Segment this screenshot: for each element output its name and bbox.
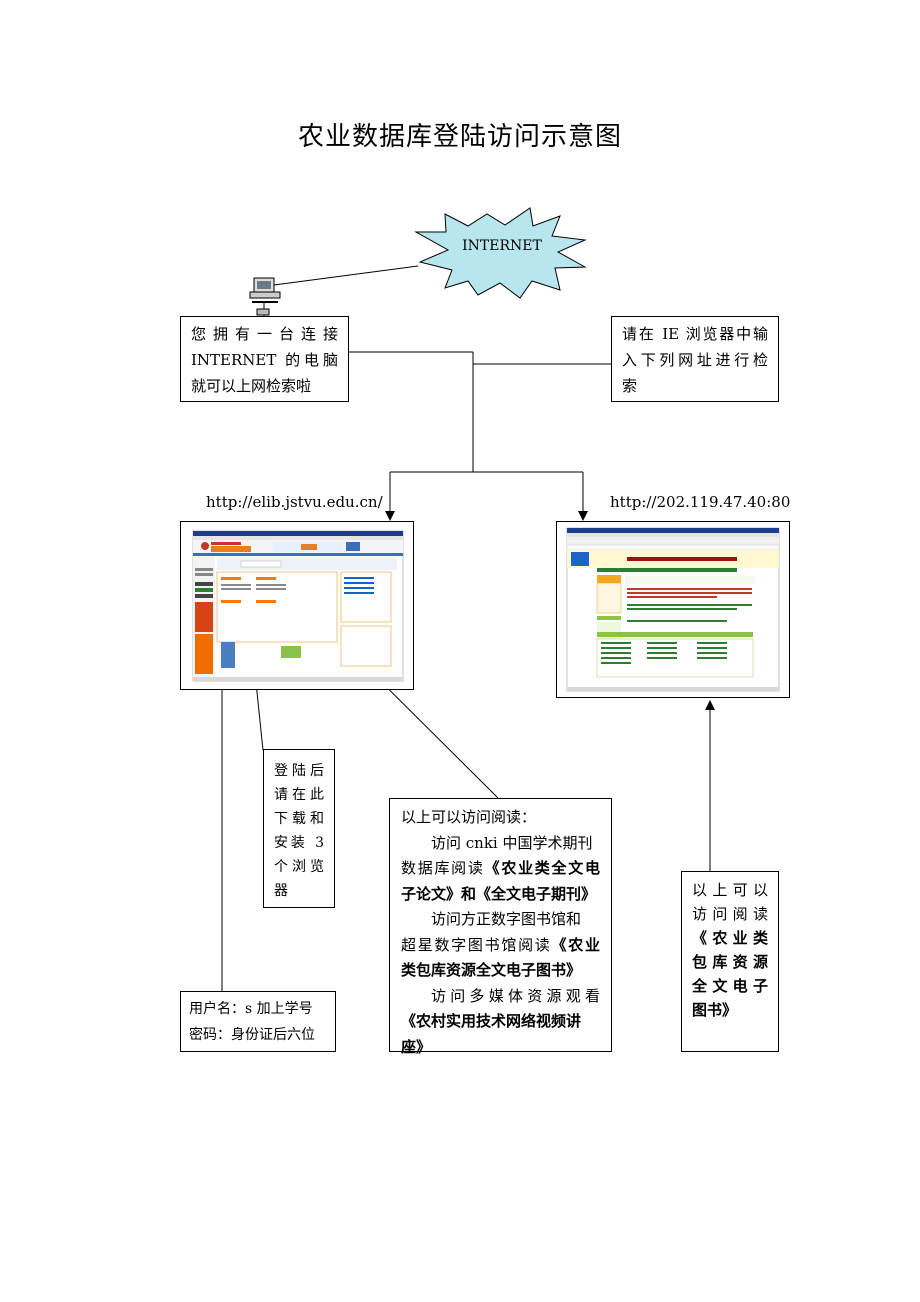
read-bold-line: 包库资源: [692, 953, 768, 971]
intro-line: 您拥有一台连接: [191, 325, 338, 343]
install-line: 个浏览: [274, 859, 324, 875]
access-text: 超星数字图书馆阅读: [401, 935, 552, 954]
access-bold-text: 《全文电子期刊》: [476, 884, 597, 903]
access-info-box: 以上可以访问阅读： 访问 cnki 中国学术期刊 数据库阅读《农业类全文电 子论…: [389, 798, 612, 1056]
access-founder-line: 超星数字图书馆阅读《农业: [401, 933, 600, 959]
install-line: 下载和: [274, 811, 324, 827]
read-bold-line: 全文电子: [692, 977, 768, 995]
access-founder-line: 访问方正数字图书馆和: [431, 910, 582, 928]
screenshot-elib-image: [192, 530, 404, 682]
install-line: 登陆后: [274, 763, 324, 779]
intro-box: 您拥有一台连接 INTERNET 的电脑 就可以上网检索啦: [180, 316, 349, 402]
intro-line: INTERNET 的电脑: [191, 351, 338, 369]
internet-starburst: [414, 207, 587, 299]
screenshot-library-portal: [556, 521, 790, 698]
page-title: 农业数据库登陆访问示意图: [297, 122, 622, 152]
access-cnki-line: 数据库阅读《农业类全文电: [401, 856, 600, 882]
access-heading: 以上可以访问阅读：: [401, 808, 537, 826]
screenshot-elib: [180, 521, 414, 690]
install-line: 安装 3: [274, 835, 324, 851]
access-bold-text: 类包库资源全文电子图书》: [401, 961, 582, 979]
access-cnki-line: 子论文》和《全文电子期刊》: [401, 882, 600, 908]
read-line: 访问阅读: [692, 905, 768, 923]
internet-label: INTERNET: [462, 238, 542, 254]
access-media-line: 访问多媒体资源观看: [431, 986, 600, 1005]
access-text: 数据库阅读: [401, 859, 485, 877]
access-founder-line: 类包库资源全文电子图书》: [401, 958, 600, 984]
read-info-box: 以上可以 访问阅读 《农业类 包库资源 全文电子 图书》: [681, 871, 779, 1052]
ie-line: 请在 IE 浏览器中输: [622, 325, 768, 343]
access-bold-text: 《农业: [551, 935, 600, 954]
read-bold-line: 图书》: [692, 1001, 738, 1019]
read-bold-line: 《农业类: [692, 929, 768, 947]
access-bold-text: 子论文》: [401, 884, 462, 903]
access-bold-text: 《农业类全文电: [484, 859, 600, 877]
access-cnki-line: 访问 cnki 中国学术期刊: [431, 833, 593, 852]
credentials-box: 用户名：s 加上学号 密码：身份证后六位: [180, 991, 336, 1052]
ie-line: 入下列网址进行检: [622, 351, 768, 369]
ie-line: 索: [622, 377, 638, 395]
access-bold-text: 座》: [401, 1037, 432, 1056]
access-text: 和: [461, 884, 477, 903]
read-line: 以上可以: [692, 881, 768, 899]
screenshot-library-portal-image: [566, 527, 780, 692]
computer-icon: [249, 277, 281, 316]
install-line: 请在此: [274, 787, 324, 803]
password-hint: 密码：身份证后六位: [189, 1027, 315, 1043]
url-left: http://elib.jstvu.edu.cn/: [206, 493, 383, 511]
ie-instruction-box: 请在 IE 浏览器中输 入下列网址进行检 索: [611, 316, 779, 402]
access-media-line: 座》: [401, 1035, 600, 1061]
url-right: http://202.119.47.40:80: [610, 493, 791, 511]
intro-line: 就可以上网检索啦: [191, 377, 312, 395]
access-media-line: 《农村实用技术网络视频讲: [401, 1009, 600, 1035]
username-hint: 用户名：s 加上学号: [189, 1001, 313, 1017]
install-browser-box: 登陆后 请在此 下载和 安装 3 个浏览 器: [263, 749, 335, 908]
install-line: 器: [274, 883, 288, 899]
access-bold-text: 《农村实用技术网络视频讲: [401, 1012, 582, 1030]
